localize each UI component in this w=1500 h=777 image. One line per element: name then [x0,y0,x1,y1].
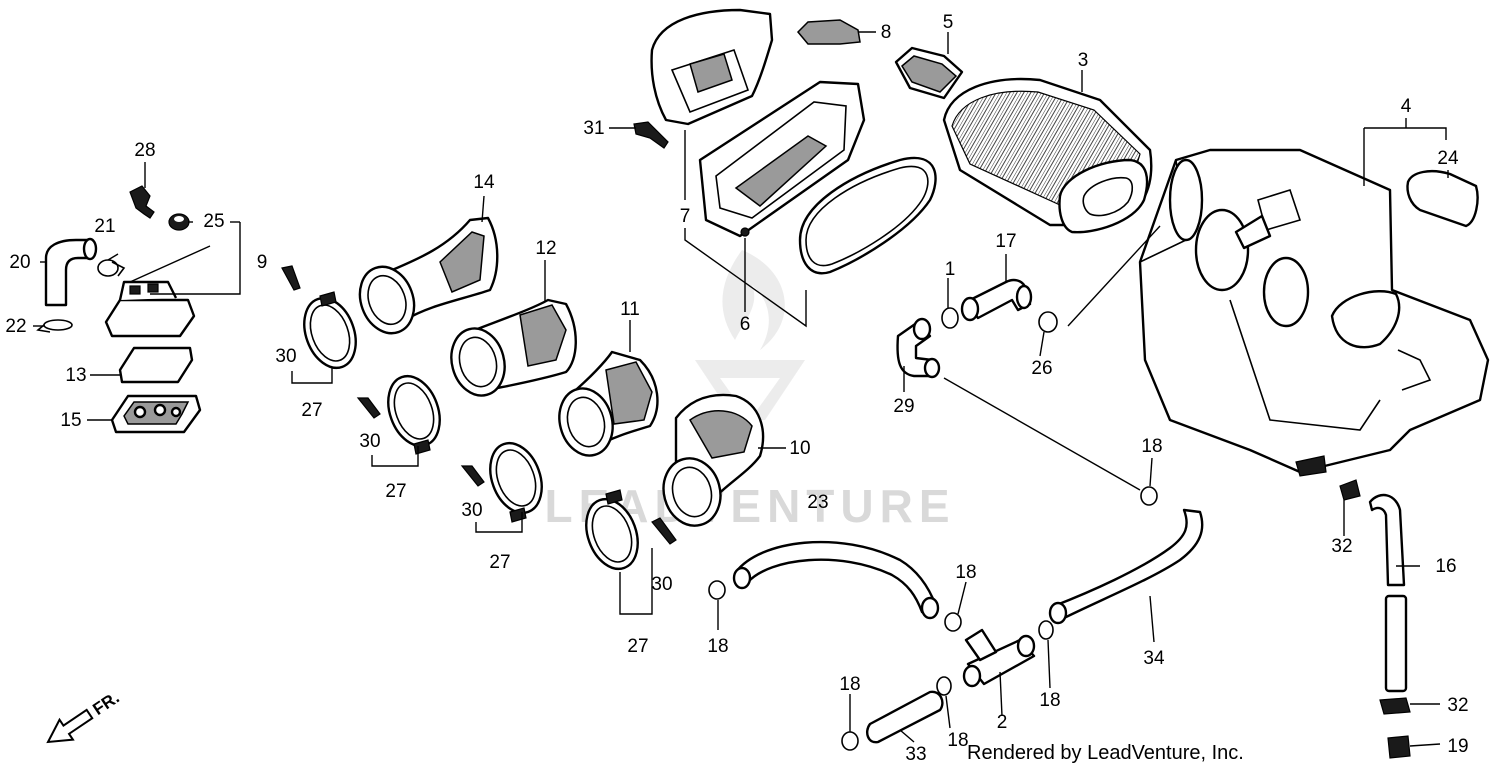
callout-6: 6 [740,314,751,335]
callout-18-c: 18 [955,562,976,583]
callout-7: 7 [680,206,691,227]
callout-28: 28 [134,140,155,161]
credit-text: Rendered by LeadVenture, Inc. [967,742,1244,764]
callout-16: 16 [1435,556,1456,577]
air-filter-element [942,77,1153,234]
callout-11: 11 [620,299,640,320]
callout-18-e: 18 [947,730,968,751]
callout-18-f: 18 [839,674,860,695]
front-direction-indicator: FR. [46,688,123,744]
callout-17: 17 [995,231,1016,252]
front-arrow-icon [46,708,94,744]
callout-21: 21 [94,216,115,237]
callout-1: 1 [945,259,956,280]
callout-30-c: 30 [461,500,482,521]
callout-24: 24 [1437,148,1459,169]
callout-27-d: 27 [627,636,648,657]
callout-26: 26 [1031,358,1052,379]
intake-boot-10 [662,393,765,527]
callout-25: 25 [203,211,224,232]
callout-8: 8 [881,22,892,43]
callout-15: 15 [60,410,81,431]
callout-23: 23 [807,492,828,513]
callout-34: 34 [1143,648,1165,669]
callout-labels: 1 2 3 4 5 6 7 8 9 10 11 12 13 14 15 16 1… [5,12,1468,765]
callout-5: 5 [943,12,954,33]
callout-32-a: 32 [1331,536,1352,557]
callout-27-c: 27 [489,552,510,573]
callout-30-a: 30 [275,346,296,367]
callout-12: 12 [535,238,556,259]
air-cleaner-cover [633,8,964,275]
callout-2: 2 [997,712,1008,733]
callout-18-d: 18 [1039,690,1060,711]
callout-13: 13 [65,365,86,386]
callout-27-b: 27 [385,481,406,502]
callout-31: 31 [583,118,604,139]
callout-29: 29 [893,396,914,417]
bands-and-screws [281,265,677,571]
callout-4: 4 [1401,96,1412,117]
callout-14: 14 [473,172,495,193]
callout-3: 3 [1078,50,1089,71]
callout-30-d: 30 [651,574,672,595]
intake-boots [358,216,765,527]
leader-lines [33,31,1449,747]
front-arrow-label: FR. [89,688,122,719]
callout-18-b: 18 [707,636,728,657]
callout-9: 9 [257,252,268,273]
callout-27-a: 27 [301,400,322,421]
callout-10: 10 [789,438,810,459]
hoses-and-fittings [708,278,1411,759]
callout-18-a: 18 [1141,436,1162,457]
callout-32-b: 32 [1447,695,1468,716]
air-cleaner-case [1138,148,1490,477]
breather-assembly [36,185,202,434]
callout-30-b: 30 [359,431,380,452]
callout-22: 22 [5,316,26,337]
intake-boot-12 [450,298,577,397]
intake-boot-11 [558,350,659,457]
intake-boot-14 [358,216,499,335]
callout-19: 19 [1447,736,1468,757]
callout-33: 33 [905,744,926,765]
callout-20: 20 [9,252,30,273]
